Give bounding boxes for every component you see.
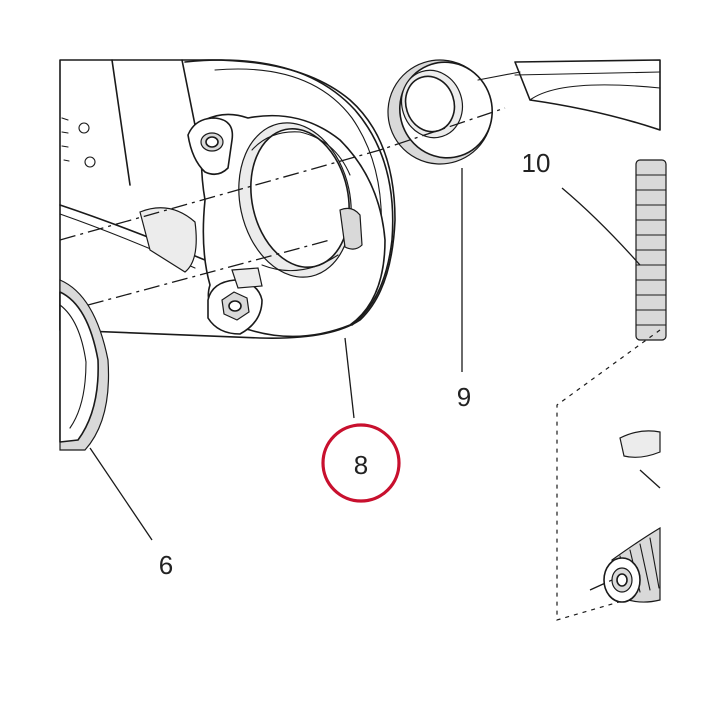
screw-mark-icon [78, 122, 90, 134]
part-10-threaded-shaft [635, 159, 667, 341]
part-9-seal-ring [387, 59, 493, 165]
highlight-circle [321, 423, 401, 503]
callout-9: 9 [457, 382, 471, 412]
threaded-fitting [603, 526, 661, 603]
leader-8 [344, 337, 355, 419]
leader-lines [89, 168, 661, 541]
leader-inset [639, 469, 661, 489]
callout-8: 8 [354, 450, 368, 480]
housing-upper-right [477, 59, 661, 131]
screw-mark-icon [84, 156, 96, 168]
assembly-axis-lines [59, 107, 613, 591]
leader-10 [561, 187, 641, 266]
callout-10: 10 [522, 148, 551, 178]
detail-inset [556, 329, 661, 621]
leader-6 [89, 447, 153, 541]
key-part [619, 430, 661, 458]
part-8-bearing-housing [187, 113, 386, 338]
part-6-large-seal [59, 279, 110, 451]
callout-6: 6 [159, 550, 173, 580]
